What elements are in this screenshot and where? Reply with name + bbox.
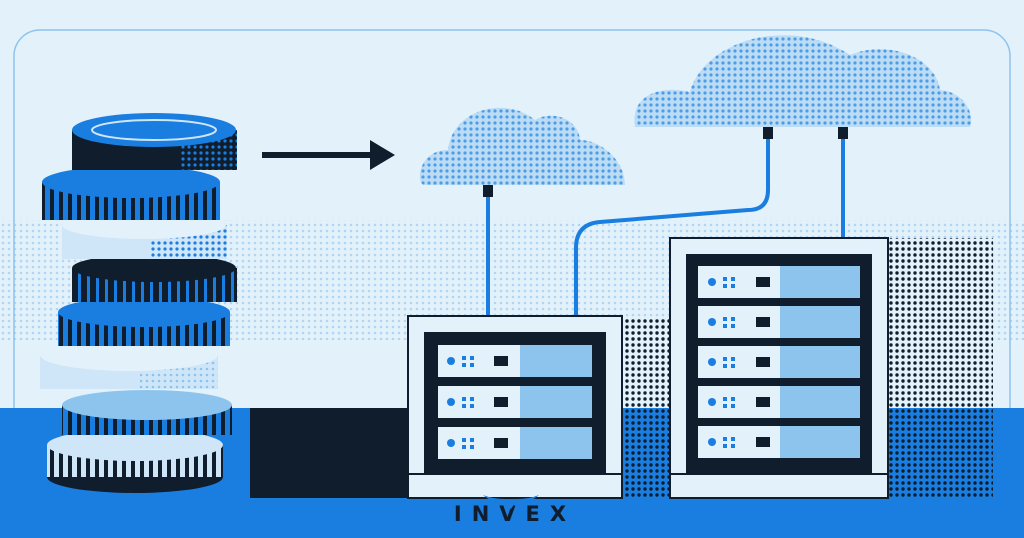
cloud-icon — [634, 35, 972, 128]
brand-logo: INVEX — [445, 495, 585, 531]
server-unit — [698, 346, 860, 378]
server-cabinet-small — [407, 315, 623, 499]
server-cabinet-large — [669, 237, 889, 499]
backdrop-tower — [885, 238, 993, 498]
server-unit — [698, 306, 860, 338]
server-unit — [438, 345, 592, 377]
server-unit — [438, 386, 592, 418]
cables — [486, 127, 845, 318]
server-unit — [438, 427, 592, 459]
server-unit — [698, 266, 860, 298]
server-unit — [698, 386, 860, 418]
bull-horns-icon — [483, 495, 539, 509]
cloud-icon — [419, 107, 625, 185]
server-unit — [698, 426, 860, 458]
coin-stack — [40, 113, 237, 493]
floor-shadow — [250, 408, 410, 498]
arrow-right-icon — [262, 140, 395, 170]
